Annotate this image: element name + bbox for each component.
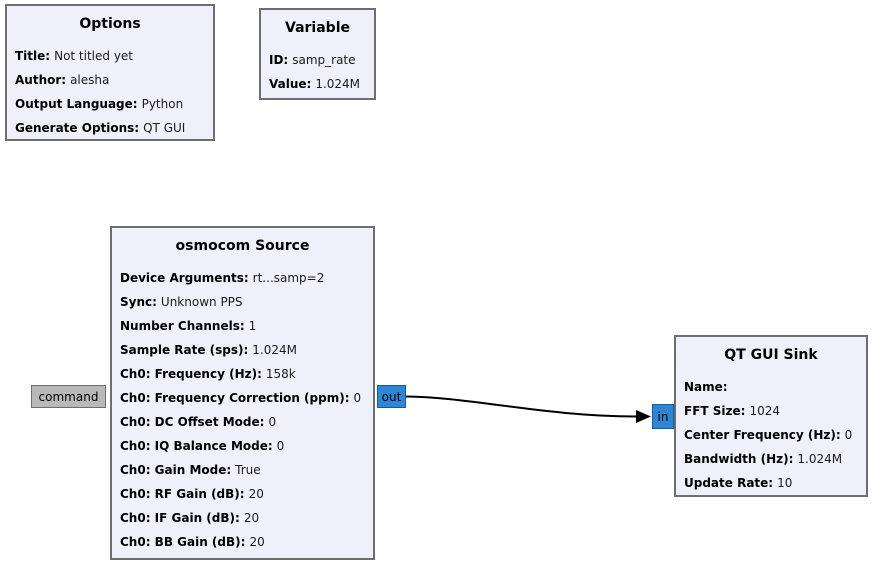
block-params: ID:samp_rate Value:1.024M bbox=[269, 48, 366, 96]
param-value: 1024 bbox=[749, 404, 780, 418]
port-in-input[interactable]: in bbox=[652, 404, 674, 429]
param-label: Ch0: DC Offset Mode: bbox=[120, 415, 265, 429]
param-label: Sync: bbox=[120, 295, 157, 309]
param-value: alesha bbox=[70, 73, 110, 87]
param-row: Sample Rate (sps):1.024M bbox=[120, 338, 365, 362]
param-label: Number Channels: bbox=[120, 319, 245, 333]
param-label: Sample Rate (sps): bbox=[120, 343, 249, 357]
block-params: Name: FFT Size:1024 Center Frequency (Hz… bbox=[684, 375, 858, 495]
param-value: 1.024M bbox=[252, 343, 298, 357]
param-row: Ch0: DC Offset Mode:0 bbox=[120, 410, 365, 434]
param-label: Ch0: RF Gain (dB): bbox=[120, 487, 245, 501]
block-osmocom-source[interactable]: osmocom Source Device Arguments:rt...sam… bbox=[110, 226, 375, 560]
block-params: Title:Not titled yet Author:alesha Outpu… bbox=[15, 44, 205, 140]
param-label: Title: bbox=[15, 49, 51, 63]
param-row: Name: bbox=[684, 375, 858, 399]
param-row: Center Frequency (Hz):0 bbox=[684, 423, 858, 447]
param-row: Title:Not titled yet bbox=[15, 44, 205, 68]
param-value: 0 bbox=[268, 415, 277, 429]
param-row: Ch0: RF Gain (dB):20 bbox=[120, 482, 365, 506]
param-label: Ch0: IF Gain (dB): bbox=[120, 511, 240, 525]
param-value: 158k bbox=[265, 367, 296, 381]
param-row: Sync:Unknown PPS bbox=[120, 290, 365, 314]
param-label: Name: bbox=[684, 380, 728, 394]
block-title: osmocom Source bbox=[175, 238, 310, 254]
param-value: samp_rate bbox=[292, 53, 356, 67]
param-value: Unknown PPS bbox=[160, 295, 243, 309]
param-label: Update Rate: bbox=[684, 476, 774, 490]
param-row: Update Rate:10 bbox=[684, 471, 858, 495]
port-out-output[interactable]: out bbox=[377, 385, 406, 408]
param-value: Python bbox=[141, 97, 184, 111]
param-value: 1.024M bbox=[797, 452, 843, 466]
param-value: 0 bbox=[844, 428, 853, 442]
param-label: Ch0: Gain Mode: bbox=[120, 463, 232, 477]
block-params: Device Arguments:rt...samp=2 Sync:Unknow… bbox=[120, 266, 365, 554]
param-label: Ch0: BB Gain (dB): bbox=[120, 535, 246, 549]
param-row: Value:1.024M bbox=[269, 72, 366, 96]
param-label: Ch0: IQ Balance Mode: bbox=[120, 439, 273, 453]
param-label: Bandwidth (Hz): bbox=[684, 452, 794, 466]
param-row: Ch0: Frequency Correction (ppm):0 bbox=[120, 386, 365, 410]
param-value: 1.024M bbox=[315, 77, 361, 91]
param-row: Ch0: IQ Balance Mode:0 bbox=[120, 434, 365, 458]
param-value: True bbox=[235, 463, 261, 477]
param-value: 20 bbox=[243, 511, 260, 525]
block-title: Variable bbox=[285, 20, 350, 36]
param-value: 20 bbox=[248, 487, 264, 501]
param-label: Ch0: Frequency (Hz): bbox=[120, 367, 262, 381]
param-row: FFT Size:1024 bbox=[684, 399, 858, 423]
block-options[interactable]: Options Title:Not titled yet Author:ales… bbox=[5, 4, 215, 141]
param-value: QT GUI bbox=[143, 121, 186, 135]
param-row: Ch0: Frequency (Hz):158k bbox=[120, 362, 365, 386]
wire-out-to-in[interactable] bbox=[405, 395, 638, 418]
param-label: ID: bbox=[269, 53, 289, 67]
param-label: Center Frequency (Hz): bbox=[684, 428, 841, 442]
param-label: Device Arguments: bbox=[120, 271, 249, 285]
param-value: Not titled yet bbox=[54, 49, 134, 63]
param-label: Ch0: Frequency Correction (ppm): bbox=[120, 391, 350, 405]
block-qt-gui-sink[interactable]: QT GUI Sink Name: FFT Size:1024 Center F… bbox=[674, 335, 868, 497]
param-row: Output Language:Python bbox=[15, 92, 205, 116]
param-value: 0 bbox=[276, 439, 285, 453]
port-command-message-input[interactable]: command bbox=[31, 385, 106, 408]
param-value: 1 bbox=[248, 319, 257, 333]
param-value: 0 bbox=[353, 391, 362, 405]
param-row: Number Channels:1 bbox=[120, 314, 365, 338]
param-row: Generate Options:QT GUI bbox=[15, 116, 205, 140]
param-row: Device Arguments:rt...samp=2 bbox=[120, 266, 365, 290]
wire-arrowhead-icon bbox=[636, 410, 651, 423]
param-row: Ch0: BB Gain (dB):20 bbox=[120, 530, 365, 554]
param-value: 10 bbox=[777, 476, 793, 490]
param-label: Output Language: bbox=[15, 97, 138, 111]
param-label: Author: bbox=[15, 73, 67, 87]
param-row: Ch0: IF Gain (dB):20 bbox=[120, 506, 365, 530]
param-label: Value: bbox=[269, 77, 312, 91]
param-label: Generate Options: bbox=[15, 121, 140, 135]
block-variable[interactable]: Variable ID:samp_rate Value:1.024M bbox=[259, 8, 376, 100]
param-value: 20 bbox=[249, 535, 265, 549]
block-title: QT GUI Sink bbox=[724, 347, 818, 363]
block-title: Options bbox=[79, 16, 141, 32]
param-row: Bandwidth (Hz):1.024M bbox=[684, 447, 858, 471]
param-label: FFT Size: bbox=[684, 404, 746, 418]
param-row: ID:samp_rate bbox=[269, 48, 366, 72]
param-value: rt...samp=2 bbox=[252, 271, 325, 285]
param-row: Author:alesha bbox=[15, 68, 205, 92]
param-row: Ch0: Gain Mode:True bbox=[120, 458, 365, 482]
